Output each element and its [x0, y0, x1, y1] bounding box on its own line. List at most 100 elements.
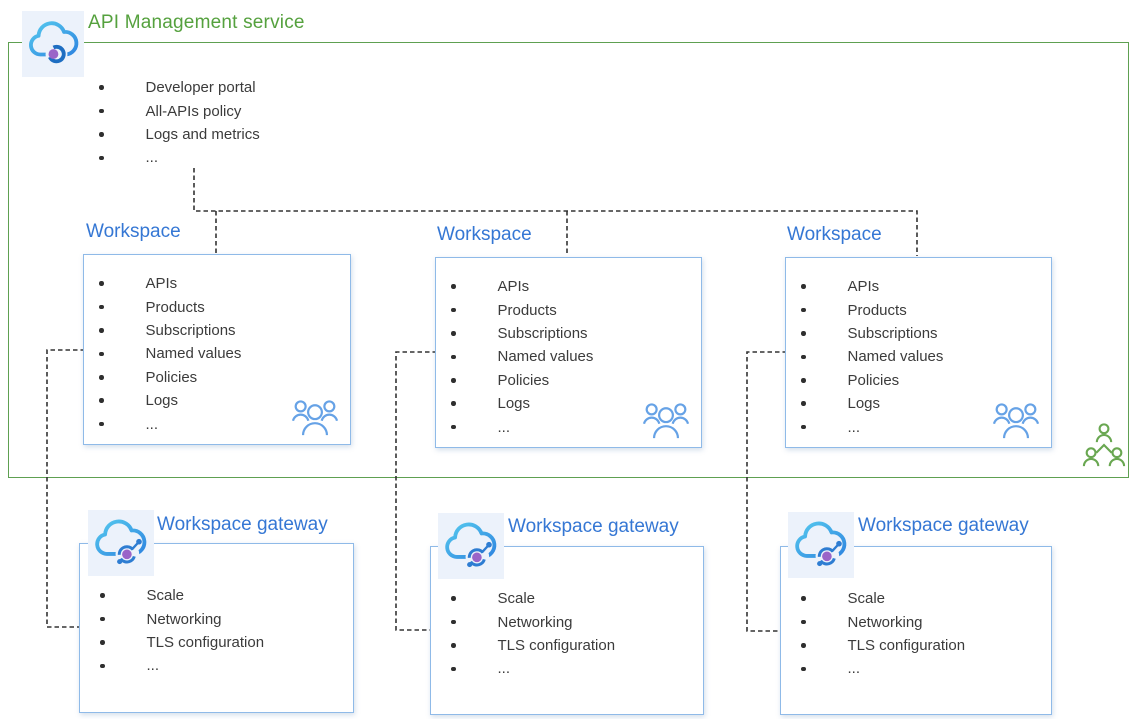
- list-item: Policies: [801, 369, 943, 392]
- bullet-icon: [99, 132, 104, 137]
- list-item-label: ...: [497, 660, 511, 678]
- bullet-icon: [801, 354, 806, 360]
- list-item: Subscriptions: [801, 322, 943, 345]
- api-management-icon-tile: [22, 11, 84, 77]
- bullet-icon: [451, 596, 456, 601]
- list-item: Subscriptions: [99, 319, 241, 342]
- bullet-icon: [801, 424, 806, 430]
- list-item: Scale: [451, 587, 615, 610]
- bullet-icon: [100, 663, 105, 669]
- list-item-label: ...: [146, 657, 160, 675]
- list-item: Products: [99, 295, 241, 318]
- list-item: ...: [801, 657, 965, 680]
- workspace-gateway-box-2: Scale Networking TLS configuration ...: [430, 546, 704, 715]
- list-item-label: ...: [847, 660, 861, 678]
- bullet-icon: [801, 307, 806, 313]
- bullet-icon: [99, 281, 104, 286]
- list-item-label: Scale: [146, 587, 185, 605]
- list-item: Named values: [99, 342, 241, 365]
- service-feature-list: Developer portal All-APIs policy Logs an…: [99, 76, 260, 170]
- list-item: Logs: [801, 392, 943, 415]
- list-item: All-APIs policy: [99, 99, 260, 122]
- workspace-gateway-icon-tile: [788, 512, 854, 578]
- list-item: Subscriptions: [451, 322, 593, 345]
- bullet-icon: [100, 593, 105, 598]
- bullet-icon: [451, 401, 456, 406]
- workspace-gateway-icon-tile: [88, 510, 154, 576]
- list-item: APIs: [451, 275, 593, 298]
- list-item-label: Products: [497, 301, 557, 319]
- gateway-feature-list: Scale Networking TLS configuration ...: [801, 587, 965, 681]
- list-item-label: Networking: [497, 613, 573, 631]
- list-item: Named values: [451, 345, 593, 368]
- gateway-2-title: Workspace gateway: [508, 516, 679, 537]
- bullet-icon: [451, 619, 456, 625]
- list-item: ...: [100, 654, 264, 677]
- list-item: ...: [801, 415, 943, 438]
- workspace-1-title: Workspace: [86, 221, 181, 242]
- list-item: Networking: [451, 610, 615, 633]
- workspace-box-2: APIs Products Subscriptions Named values…: [435, 257, 702, 448]
- list-item: Logs and metrics: [99, 123, 260, 146]
- list-item-label: Policies: [497, 371, 550, 389]
- bullet-icon: [100, 640, 105, 645]
- list-item-label: Named values: [497, 348, 594, 366]
- bullet-icon: [451, 424, 456, 430]
- list-item-label: TLS configuration: [497, 636, 616, 654]
- gateway-feature-list: Scale Networking TLS configuration ...: [451, 587, 615, 681]
- workspace-feature-list: APIs Products Subscriptions Named values…: [801, 275, 943, 439]
- list-item: TLS configuration: [801, 634, 965, 657]
- bullet-icon: [801, 666, 806, 672]
- bullet-icon: [801, 401, 806, 406]
- list-item-label: Named values: [145, 345, 242, 363]
- workspace1-to-gateway1-connector: [46, 349, 85, 628]
- list-item: ...: [451, 415, 593, 438]
- workspace-box-3: APIs Products Subscriptions Named values…: [785, 257, 1052, 448]
- gateway-1-title: Workspace gateway: [157, 514, 328, 535]
- list-item-label: Logs: [847, 395, 881, 413]
- list-item: Developer portal: [99, 76, 260, 99]
- list-item-label: APIs: [497, 278, 530, 296]
- workspace-2-title: Workspace: [437, 224, 532, 245]
- bullet-icon: [99, 304, 104, 310]
- list-item: ...: [99, 412, 241, 435]
- list-item-label: Named values: [847, 348, 944, 366]
- list-item: Policies: [99, 366, 241, 389]
- bullet-icon: [99, 108, 104, 114]
- list-item-label: Policies: [145, 368, 198, 386]
- list-item-label: Developer portal: [145, 79, 256, 97]
- gateway-3-title: Workspace gateway: [858, 515, 1029, 536]
- list-item-label: Networking: [146, 610, 222, 628]
- bullet-icon: [451, 307, 456, 313]
- list-item: Networking: [100, 607, 264, 630]
- list-item-label: Logs and metrics: [145, 125, 260, 143]
- gateway-feature-list: Scale Networking TLS configuration ...: [100, 584, 264, 678]
- bullet-icon: [99, 328, 104, 333]
- list-item-label: Logs: [497, 395, 531, 413]
- list-item-label: Networking: [847, 613, 923, 631]
- team-icon: [642, 403, 690, 439]
- workspace-box-1: APIs Products Subscriptions Named values…: [83, 254, 351, 445]
- list-item-label: APIs: [847, 278, 880, 296]
- list-item: Products: [451, 298, 593, 321]
- workspace-feature-list: APIs Products Subscriptions Named values…: [99, 272, 241, 436]
- list-item-label: Subscriptions: [145, 321, 236, 339]
- list-item-label: Scale: [497, 590, 536, 608]
- list-item-label: Products: [847, 301, 907, 319]
- bullet-icon: [451, 378, 456, 383]
- workspace2-to-gateway2-connector: [395, 351, 437, 631]
- list-item-label: ...: [145, 149, 159, 167]
- list-item-label: All-APIs policy: [145, 102, 242, 120]
- api-management-cloud-icon: [29, 21, 79, 66]
- bullet-icon: [99, 375, 104, 380]
- bullet-icon: [99, 398, 104, 403]
- service-title: API Management service: [88, 12, 305, 33]
- bullet-icon: [451, 284, 456, 289]
- list-item-label: Logs: [145, 392, 179, 410]
- list-item: ...: [451, 657, 615, 680]
- organization-icon: [1082, 423, 1126, 467]
- bullet-icon: [801, 596, 806, 601]
- bullet-icon: [801, 284, 806, 289]
- service-to-workspaces-connector: [193, 168, 918, 256]
- list-item: Policies: [451, 369, 593, 392]
